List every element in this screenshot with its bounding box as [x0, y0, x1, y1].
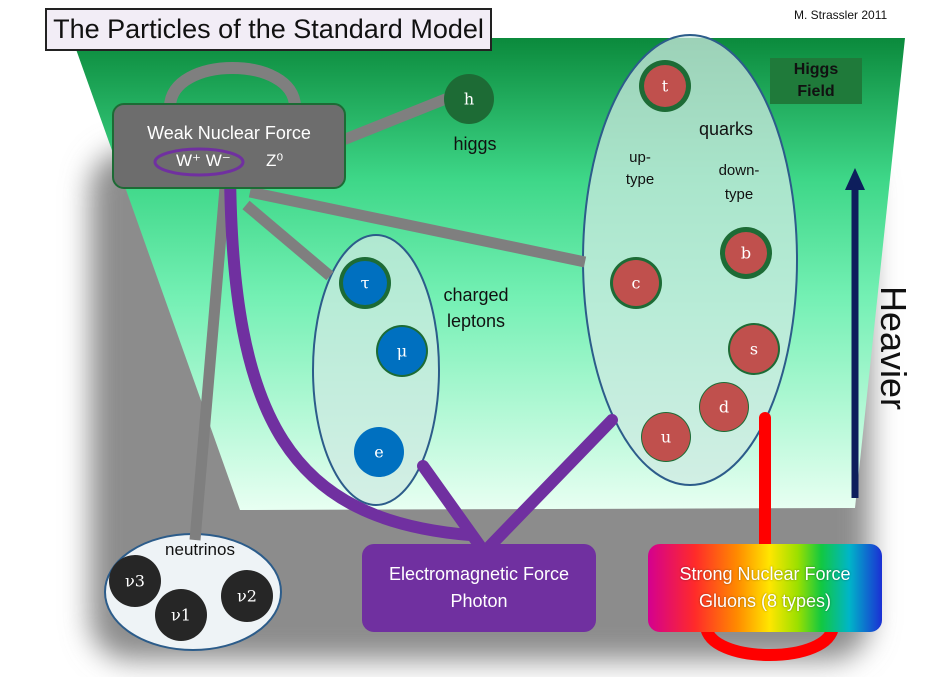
page-title: The Particles of the Standard Model — [45, 8, 492, 51]
quarks-label: quarks — [698, 119, 754, 139]
heavier-label: Heavier — [873, 286, 914, 411]
weak-z-boson: Z⁰ — [266, 151, 284, 170]
lepton-tau: τ — [339, 257, 391, 309]
weak-force-box: Weak Nuclear Force W⁺ W⁻ Z⁰ — [112, 103, 346, 189]
neutrino-2: ν2 — [221, 570, 273, 622]
quark-c: c — [610, 257, 662, 309]
lepton-mu: μ — [376, 325, 428, 377]
weak-to-neutrinos-line — [189, 187, 231, 541]
leptons-ellipse — [312, 234, 440, 506]
photon-quarks-to-em-line — [484, 414, 618, 552]
strong-force-boson: Gluons (8 types) — [698, 591, 832, 611]
em-force-boson: Photon — [450, 591, 508, 611]
w-boson-ellipse — [153, 147, 245, 177]
weak-to-leptons-line — [242, 200, 334, 281]
charged-leptons-label: charged leptons — [430, 282, 522, 334]
neutrino-3-symbol: ν3 — [125, 572, 145, 591]
neutrino-1: ν1 — [155, 589, 207, 641]
quark-c-symbol: c — [632, 274, 641, 293]
up-type-line-2: type — [625, 171, 655, 188]
quark-u-symbol: u — [661, 428, 671, 447]
quark-u: u — [641, 412, 691, 462]
photon-leptons-to-em-line — [417, 460, 486, 552]
heavier-arrow-head — [845, 168, 865, 190]
weak-to-quarks-line — [248, 186, 587, 268]
quark-s-symbol: s — [750, 340, 758, 359]
up-type-label: up- type — [612, 147, 668, 191]
quark-t: t — [639, 60, 691, 112]
higgs-symbol: h — [464, 90, 474, 109]
quark-d: d — [699, 382, 749, 432]
down-type-line-2: type — [724, 186, 754, 203]
down-type-line-1: down- — [718, 162, 760, 179]
down-type-label: down- type — [706, 159, 772, 207]
higgs-field-label: Higgs Field — [770, 58, 862, 104]
quark-d-symbol: d — [719, 398, 729, 417]
quark-b: b — [720, 227, 772, 279]
strong-force-box: Strong Nuclear Force Gluons (8 types) — [648, 544, 882, 632]
electromagnetic-force-box: Electromagnetic Force Photon — [362, 544, 596, 632]
weak-w-bosons: W⁺ W⁻ — [176, 151, 231, 170]
charged-leptons-line-1: charged — [443, 285, 509, 305]
weak-force-title: Weak Nuclear Force — [147, 123, 311, 143]
em-force-title: Electromagnetic Force — [388, 564, 570, 584]
strong-force-title: Strong Nuclear Force — [679, 564, 851, 584]
lepton-mu-symbol: μ — [397, 342, 407, 361]
lepton-e-symbol: e — [374, 443, 383, 462]
gluon-loop — [700, 623, 839, 661]
higgs-label: higgs — [453, 134, 497, 154]
charged-leptons-line-2: leptons — [446, 311, 506, 331]
quark-b-symbol: b — [741, 244, 751, 263]
quark-s: s — [728, 323, 780, 375]
neutrino-1-symbol: ν1 — [171, 606, 191, 625]
photon-weak-to-em-line — [224, 164, 476, 541]
lepton-e: e — [354, 427, 404, 477]
neutrino-2-symbol: ν2 — [237, 587, 257, 606]
author-credit: M. Strassler 2011 — [794, 8, 888, 22]
quark-t-symbol: t — [662, 77, 669, 96]
up-type-line-1: up- — [629, 149, 651, 166]
neutrinos-label: neutrinos — [165, 540, 235, 559]
higgs-particle: h — [444, 74, 494, 124]
higgs-field-line-1: Higgs — [793, 61, 839, 78]
lepton-tau-symbol: τ — [361, 274, 370, 293]
weak-loop — [164, 62, 301, 108]
neutrino-3: ν3 — [109, 555, 161, 607]
higgs-field-line-2: Field — [797, 83, 835, 100]
